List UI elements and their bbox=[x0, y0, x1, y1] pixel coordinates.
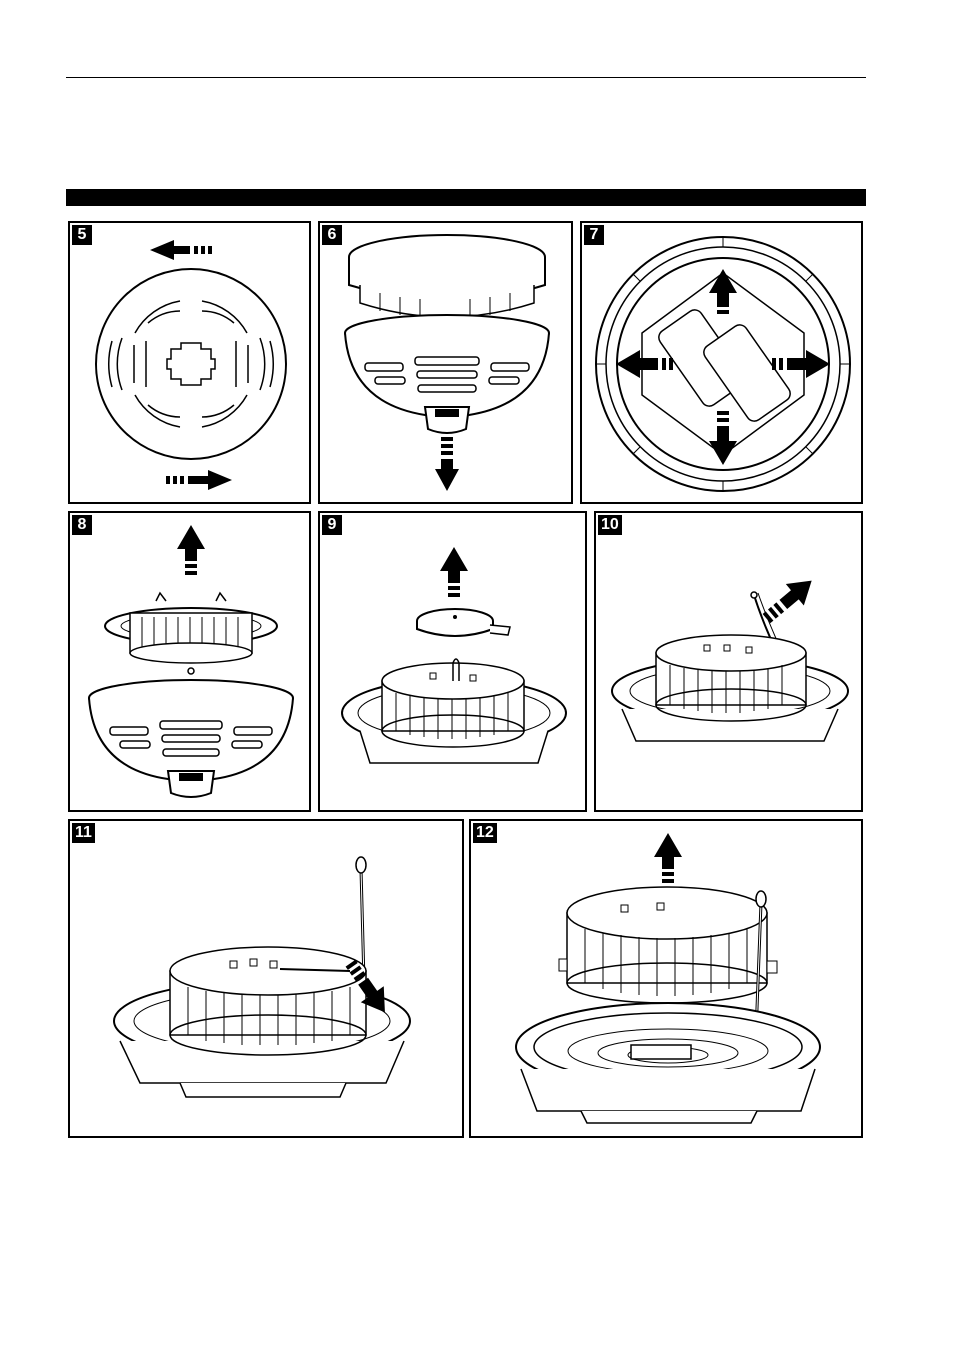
step-panel-9: 9 bbox=[318, 511, 587, 812]
separate-base-icon bbox=[515, 833, 821, 1124]
pull-wire-icon bbox=[611, 580, 849, 742]
remove-cap-icon bbox=[341, 547, 567, 764]
step-panel-12: 12 bbox=[469, 819, 863, 1138]
step-panel-6: 6 bbox=[318, 221, 573, 504]
section-bar bbox=[66, 189, 866, 206]
step-panel-5: 5 bbox=[68, 221, 311, 504]
step-number-badge: 9 bbox=[322, 515, 342, 535]
step-number-badge: 6 bbox=[322, 225, 342, 245]
rotate-cover-icon bbox=[95, 240, 287, 490]
step-number-badge: 12 bbox=[473, 823, 497, 843]
release-clips-icon bbox=[595, 236, 851, 492]
insert-swab-icon bbox=[113, 856, 411, 1098]
step-panel-7: 7 bbox=[580, 221, 863, 504]
step-number-badge: 8 bbox=[72, 515, 92, 535]
step-number-badge: 10 bbox=[598, 515, 622, 535]
step-number-badge: 5 bbox=[72, 225, 92, 245]
step-panel-10: 10 bbox=[594, 511, 863, 812]
header-rule bbox=[66, 77, 866, 78]
lift-housing-icon bbox=[88, 525, 294, 798]
step-panel-11: 11 bbox=[68, 819, 464, 1138]
remove-dome-icon bbox=[344, 234, 550, 491]
step-number-badge: 11 bbox=[72, 823, 95, 843]
step-number-badge: 7 bbox=[584, 225, 604, 245]
step-panel-8: 8 bbox=[68, 511, 311, 812]
